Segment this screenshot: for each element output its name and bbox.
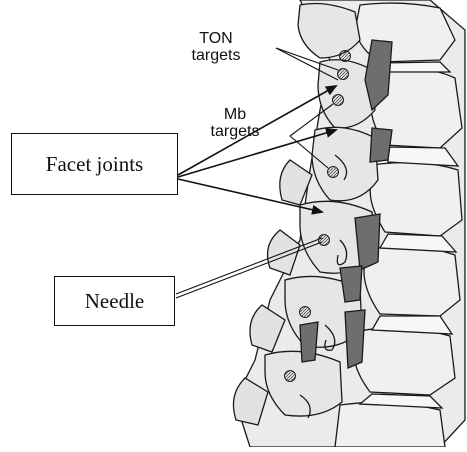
- ton-targets-label: TON targets: [174, 30, 258, 64]
- facet-joints-label: Facet joints: [46, 152, 143, 177]
- foramen-shading: [345, 310, 365, 368]
- needle-label-box: Needle: [54, 276, 175, 326]
- lateral-mass-c3: [312, 127, 378, 200]
- ton-label-line1: TON: [174, 30, 258, 47]
- vertebra-c5: [354, 328, 455, 395]
- target-marker: [319, 235, 330, 246]
- foramen-shading: [300, 322, 318, 362]
- target-marker: [285, 371, 296, 382]
- foramen-shading: [355, 214, 380, 270]
- mb-targets-label: Mb targets: [196, 106, 274, 140]
- vertebra-c3: [370, 162, 462, 236]
- mb-target-marker: [328, 167, 339, 178]
- target-marker: [300, 307, 311, 318]
- foramen-shading: [370, 128, 392, 162]
- ton-label-line2: targets: [174, 47, 258, 64]
- ton-target-marker: [338, 69, 349, 80]
- mb-label-line2: targets: [196, 123, 274, 140]
- mb-label-line1: Mb: [196, 106, 274, 123]
- mb-target-marker: [333, 95, 344, 106]
- facet-joints-label-box: Facet joints: [11, 133, 178, 195]
- vertebral-column: [233, 0, 465, 447]
- ton-target-marker: [340, 51, 351, 62]
- needle-label: Needle: [85, 289, 144, 314]
- vertebra-c6: [335, 402, 445, 447]
